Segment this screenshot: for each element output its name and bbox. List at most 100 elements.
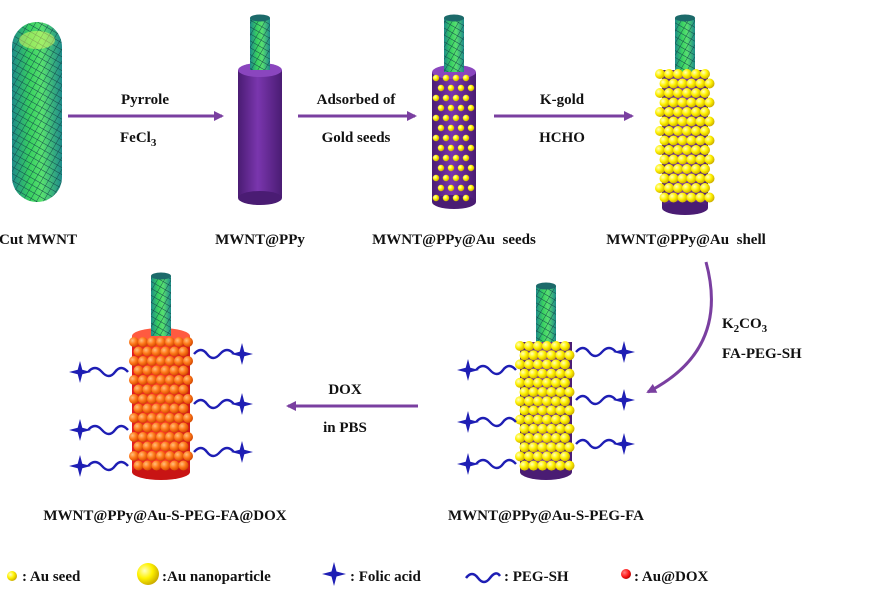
au-nanoparticle <box>686 173 697 184</box>
au-seed <box>467 84 475 92</box>
au-seed <box>462 74 470 82</box>
au-nanoparticle <box>673 126 683 136</box>
au-seed <box>462 94 470 102</box>
au-dox-particle <box>174 413 184 423</box>
au-nanoparticle <box>533 414 543 425</box>
folic-acid-icon <box>613 433 635 455</box>
au-dox-particle <box>142 384 153 395</box>
folic-acid-icon <box>69 419 91 441</box>
au-nanoparticle <box>555 350 566 361</box>
au-nanoparticle <box>700 164 710 174</box>
au-seed <box>457 184 465 192</box>
folic-acid-icon <box>69 455 91 477</box>
peg-sh-chain <box>475 416 517 428</box>
au-nanoparticle <box>551 433 561 443</box>
folic-acid-icon <box>613 389 635 411</box>
folic-acid-icon <box>457 411 479 433</box>
folic-acid-icon <box>613 341 635 363</box>
au-seed <box>442 74 450 82</box>
au-dox-particle <box>138 451 148 461</box>
au-nanoparticle <box>546 423 557 434</box>
au-nanoparticle <box>542 433 552 443</box>
au-dox-particle <box>133 365 144 376</box>
step1-oxidant: FeCl3 <box>120 130 157 149</box>
au-nanoparticle <box>700 145 710 155</box>
au-dox-particle <box>183 432 193 442</box>
au-dox-particle <box>178 441 189 452</box>
peg-sh-chain <box>87 424 129 436</box>
au-nanoparticle <box>551 396 561 407</box>
au-seed <box>437 84 445 92</box>
label-mwnt-ppy: MWNT@PPy <box>215 232 305 248</box>
au-dox-particle <box>151 422 162 433</box>
au-nanoparticle <box>668 78 679 89</box>
au-nanoparticle <box>668 97 679 108</box>
au-nanoparticle <box>682 145 692 155</box>
au-nanoparticle <box>655 145 665 155</box>
au-dox-particle <box>156 394 166 404</box>
peg-sh-chain <box>575 438 617 450</box>
au-nanoparticle <box>655 183 665 193</box>
au-nanoparticle <box>537 368 548 379</box>
au-dox-particle <box>160 384 171 395</box>
au-dox-particle <box>160 346 171 357</box>
au-nanoparticle <box>560 414 570 425</box>
au-dox-particle <box>147 432 157 442</box>
peg-sh-chain <box>575 346 617 358</box>
step5-medium: in PBS <box>323 420 367 436</box>
au-dox-particle <box>165 356 175 366</box>
au-dox-particle <box>178 460 189 471</box>
au-dox-particle <box>183 394 193 404</box>
au-nanoparticle <box>524 377 534 388</box>
peg-sh-chain <box>87 460 129 472</box>
au-nanoparticle <box>555 387 566 397</box>
step3-line2: HCHO <box>539 130 585 146</box>
au-dox-particle <box>160 365 171 376</box>
au-nanoparticle <box>551 377 561 388</box>
au-dox-particle <box>129 375 139 385</box>
au-nanoparticle <box>659 97 670 108</box>
au-nanoparticle <box>515 377 525 388</box>
au-nanoparticle <box>677 135 688 146</box>
au-nanoparticle <box>686 97 697 108</box>
au-nanoparticle <box>686 135 697 146</box>
au-dox-swatch <box>621 569 631 579</box>
au-nanoparticle <box>560 433 570 443</box>
au-nanoparticle <box>655 69 665 79</box>
au-nanoparticle <box>546 387 557 397</box>
au-seed <box>452 74 460 82</box>
au-nanoparticle <box>519 387 530 397</box>
au-dox-particle <box>133 441 144 452</box>
au-seed <box>452 114 460 122</box>
au-seed <box>432 174 440 182</box>
au-nanoparticle <box>528 460 539 471</box>
au-nanoparticle <box>564 368 575 379</box>
au-dox-particle <box>169 403 180 414</box>
au-nanoparticle <box>704 78 715 89</box>
au-nanoparticle <box>528 405 539 416</box>
step5-drug: DOX <box>328 382 362 398</box>
au-dox-particle <box>156 413 166 423</box>
au-nanoparticle <box>555 460 566 471</box>
au-nanoparticle <box>524 451 534 462</box>
au-nanoparticle <box>691 126 701 136</box>
au-nanoparticle <box>659 192 670 203</box>
au-seed <box>442 154 450 162</box>
label-mwnt-ppy-au-seeds: MWNT@PPy@Au seeds <box>372 232 536 248</box>
au-nanoparticle <box>533 359 543 370</box>
au-dox-particle <box>156 451 166 461</box>
au-dox-particle <box>133 422 144 433</box>
au-nanoparticle <box>664 88 674 98</box>
au-seed <box>457 84 465 92</box>
au-dox-particle <box>129 337 139 347</box>
au-dox-particle <box>169 422 180 433</box>
au-nanoparticle <box>682 69 692 79</box>
au-seed <box>442 194 450 202</box>
au-nanoparticle <box>546 368 557 379</box>
au-nanoparticle <box>673 183 683 193</box>
au-dox-particle <box>133 346 144 357</box>
au-nanoparticle <box>542 451 552 462</box>
au-dox-particle <box>174 432 184 442</box>
au-seed <box>467 164 475 172</box>
legend-folic-acid: : Folic acid <box>350 569 421 585</box>
